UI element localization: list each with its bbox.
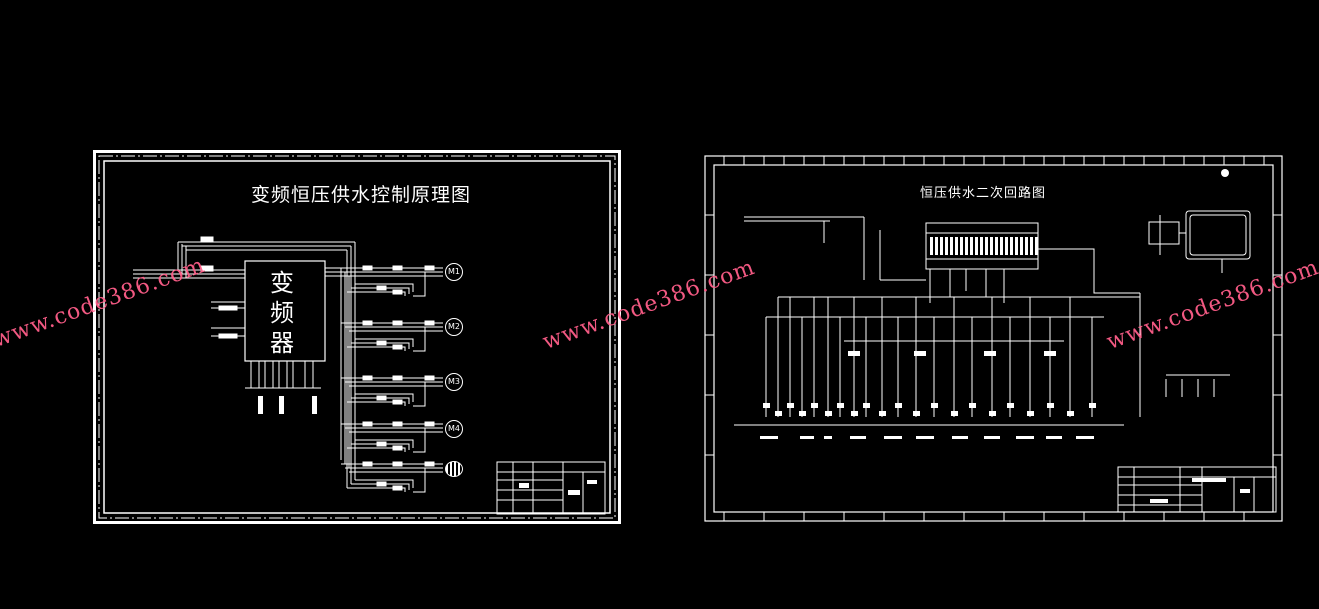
contact-3	[787, 403, 794, 408]
motor-branch-1	[341, 265, 443, 297]
plc-terminal-6	[955, 237, 958, 255]
plc-terminal-8	[965, 237, 968, 255]
plc-terminal-10	[975, 237, 978, 255]
contact-17	[1007, 403, 1014, 408]
motor-branch-3	[341, 375, 443, 407]
contact-11	[895, 403, 902, 408]
contact-12	[913, 411, 920, 416]
contact-13	[931, 403, 938, 408]
contact-16	[989, 411, 996, 416]
left-drawing-title: 变频恒压供水控制原理图	[251, 184, 472, 206]
contact-7	[837, 403, 844, 408]
plc-terminal-1	[930, 237, 933, 255]
contact-1	[763, 403, 770, 408]
relay-coil-1	[848, 351, 860, 356]
contact-5	[811, 403, 818, 408]
contact-21	[1089, 403, 1096, 408]
contact-10	[879, 411, 886, 416]
vfd-label-char-3: 器	[270, 329, 294, 357]
right-drawing-sheet	[704, 155, 1283, 522]
plc-terminal-22	[1035, 237, 1038, 255]
vfd-label-char-1: 变	[270, 269, 294, 297]
plc-terminal-7	[960, 237, 963, 255]
plc-terminal-21	[1030, 237, 1033, 255]
contact-18	[1027, 411, 1034, 416]
plc-terminal-15	[1000, 237, 1003, 255]
right-drawing-title: 恒压供水二次回路图	[920, 186, 1047, 201]
contact-6	[825, 411, 832, 416]
left-drawing-sheet	[93, 150, 621, 524]
relay-coil-4	[1044, 351, 1056, 356]
plc-terminal-14	[995, 237, 998, 255]
relay-coil-2	[914, 351, 926, 356]
contact-20	[1067, 411, 1074, 416]
plc-terminal-18	[1015, 237, 1018, 255]
plc-terminal-9	[970, 237, 973, 255]
motor-m5	[445, 461, 463, 477]
motor-branch-2	[341, 320, 443, 352]
contact-9	[863, 403, 870, 408]
vfd-label-char-2: 频	[270, 299, 294, 327]
motor-m3: M3	[445, 373, 463, 391]
plc-terminal-12	[985, 237, 988, 255]
motor-m1: M1	[445, 263, 463, 281]
contact-8	[851, 411, 858, 416]
vfd-label: 变 频 器	[267, 268, 297, 358]
relay-coil-3	[984, 351, 996, 356]
plc-terminal-13	[990, 237, 993, 255]
motor-branch-4	[341, 421, 443, 453]
plc-terminal-20	[1025, 237, 1028, 255]
vfd-box	[244, 260, 326, 362]
plc-terminal-3	[940, 237, 943, 255]
plc-terminal-16	[1005, 237, 1008, 255]
contact-2	[775, 411, 782, 416]
plc-terminal-5	[950, 237, 953, 255]
plc-terminal-19	[1020, 237, 1023, 255]
motor-branch-5	[341, 461, 443, 493]
motor-m2: M2	[445, 318, 463, 336]
contact-14	[951, 411, 958, 416]
motor-m4: M4	[445, 420, 463, 438]
plc-terminal-11	[980, 237, 983, 255]
plc-terminal-2	[935, 237, 938, 255]
contact-15	[969, 403, 976, 408]
contact-4	[799, 411, 806, 416]
plc-terminal-17	[1010, 237, 1013, 255]
contact-19	[1047, 403, 1054, 408]
plc-terminal-4	[945, 237, 948, 255]
